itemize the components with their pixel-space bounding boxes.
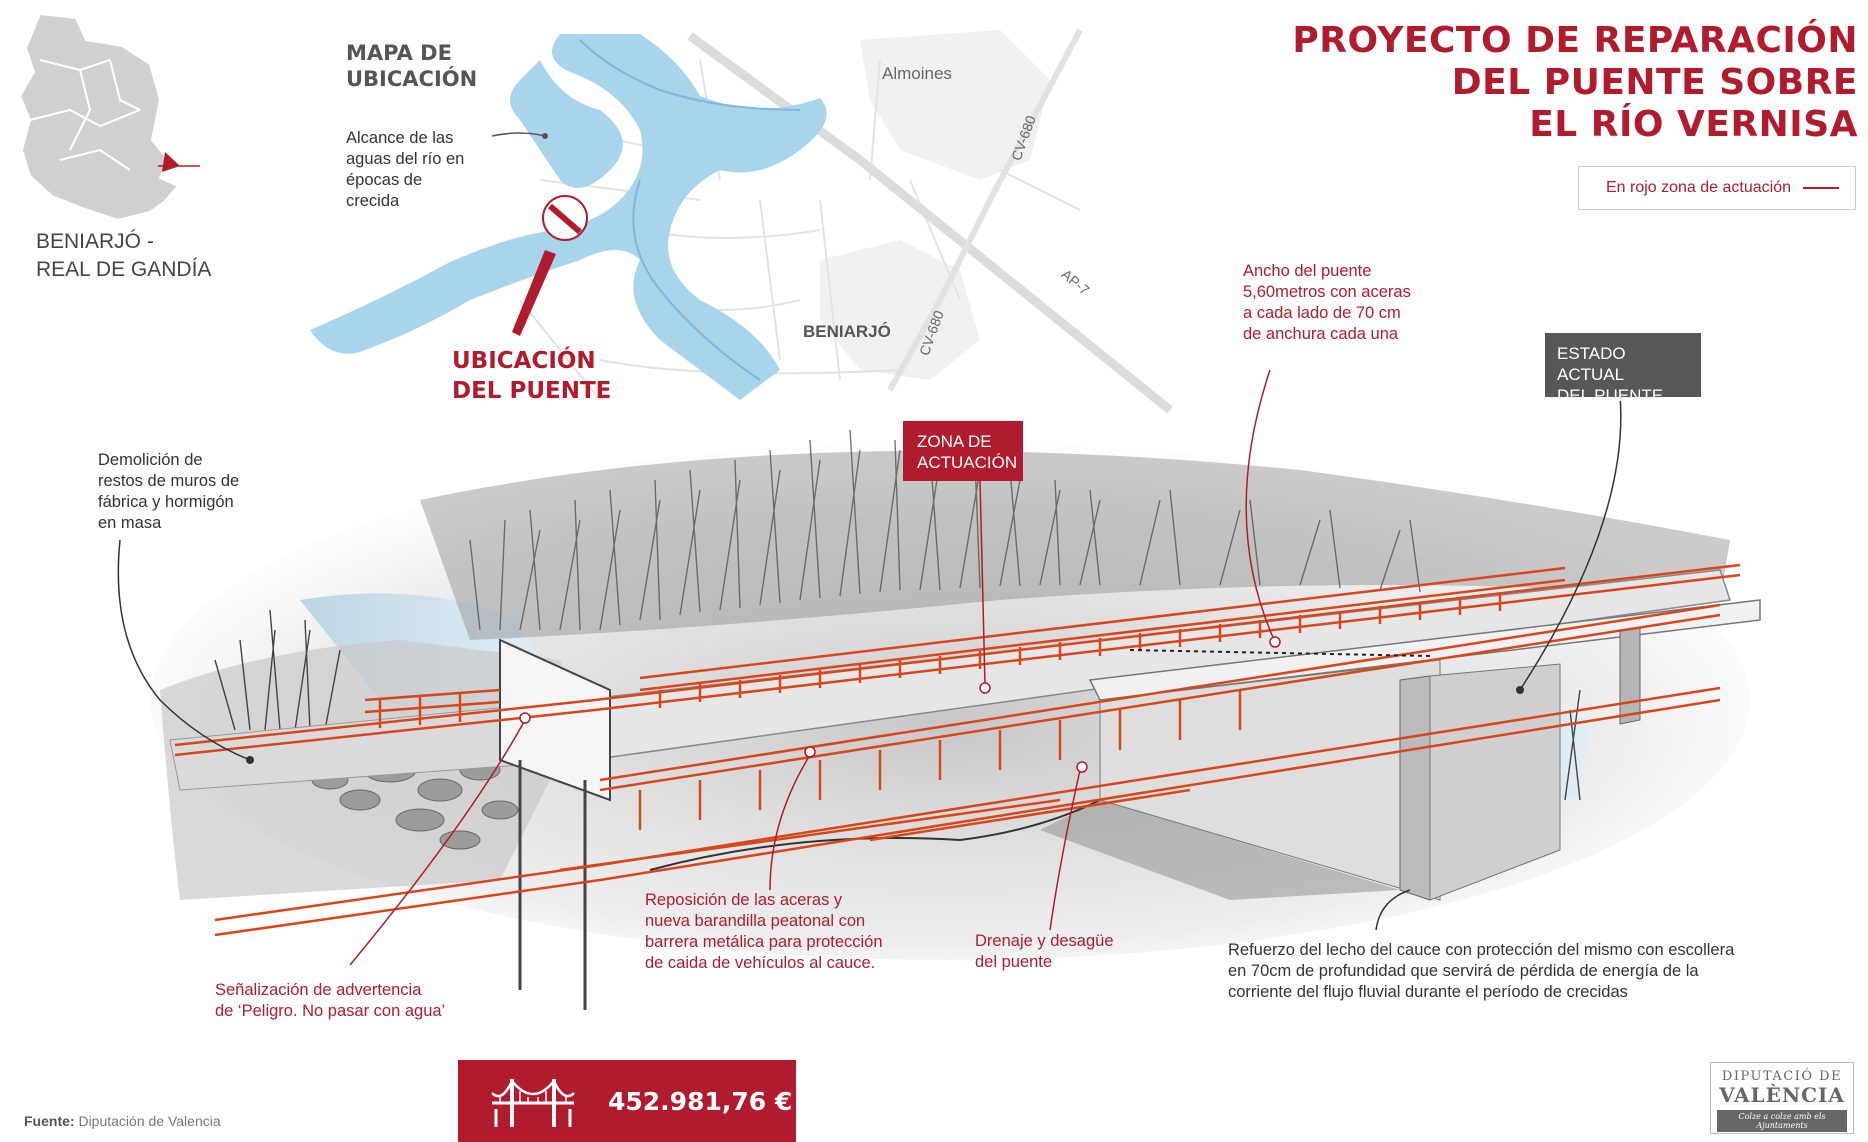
annotation-line: fábrica y hormigón (98, 493, 234, 511)
region-highlight (162, 152, 180, 172)
diputacio-logo: DIPUTACIÓ DE VALÈNCIA Colze a colze amb … (1710, 1062, 1854, 1134)
annotation-line: del puente (975, 953, 1053, 971)
bridge-icon (491, 1078, 575, 1127)
annotation-bridge-width: Ancho del puente 5,60metros con aceras a… (1243, 261, 1411, 345)
annotation-line: restos de muros de (98, 472, 240, 490)
map-heading: MAPA DE UBICACIÓN (346, 40, 477, 92)
annotation-drainage: Drenaje y desagüe del puente (975, 931, 1114, 973)
legend: En rojo zona de actuación (1578, 166, 1856, 210)
annotation-sidewalks: Reposición de las aceras y nueva barandi… (645, 890, 883, 974)
province-map (18, 12, 200, 222)
annotation-line: Drenaje y desagüe (975, 932, 1114, 950)
annotation-line: 5,60metros con aceras (1243, 283, 1411, 301)
zone-tag-line: ZONA DE (917, 432, 992, 451)
annotation-demolition: Demolición de restos de muros de fábrica… (98, 450, 239, 534)
bridge-scene (117, 369, 1761, 1010)
town-almoines: Almoines (882, 64, 952, 83)
bridge-location-label: UBICACIÓN DEL PUENTE (452, 346, 611, 406)
logo-tagline: Colze a colze amb els Ajuntaments (1717, 1110, 1847, 1132)
annotation-leaders (117, 394, 1622, 931)
annotation-line: nueva barandilla peatonal con (645, 912, 866, 930)
flood-note-line: Alcance de las (346, 129, 454, 147)
zone-tag-line: ACTUACIÓN (917, 453, 1018, 472)
title-line-2: DEL PUENTE SOBRE (1451, 62, 1858, 103)
annotation-line: Refuerzo del lecho del cauce con protecc… (1228, 941, 1735, 959)
annotation-line: en masa (98, 514, 162, 532)
logo-line-2: VALÈNCIA (1719, 1083, 1845, 1107)
logo-line-1: DIPUTACIÓ DE (1721, 1069, 1843, 1084)
bridge-pier (1399, 675, 1431, 901)
annotation-line: barrera metálica para protección (645, 933, 883, 951)
bridge-location-line: DEL PUENTE (452, 378, 612, 404)
bridge-location-line: UBICACIÓN (452, 348, 596, 374)
annotation-line: a cada lado de 70 cm (1243, 304, 1401, 322)
state-tag-line: ESTADO ACTUAL (1557, 344, 1626, 384)
flood-note-line: épocas de (346, 171, 423, 189)
annotation-line: Reposición de las aceras y (645, 891, 843, 909)
action-zone-overlay (174, 563, 1741, 937)
cost-amount: 452.981,76 € (608, 1086, 793, 1116)
annotation-line: Ancho del puente (1243, 262, 1372, 280)
annotation-leaders-red (349, 369, 1276, 966)
river-flood-area (310, 34, 827, 400)
flood-note-line: crecida (346, 192, 400, 210)
page-title: PROYECTO DE REPARACIÓN DEL PUENTE SOBRE … (1292, 20, 1858, 146)
annotation-line: de caida de vehículos al cauce. (645, 954, 876, 972)
annotation-line: de ‘Peligro. No pasar con agua’ (215, 1002, 446, 1020)
source-value: Diputación de Valencia (78, 1113, 221, 1129)
annotation-line: Demolición de (98, 451, 203, 469)
map-heading-line-1: MAPA DE (346, 41, 452, 65)
region-line-1: BENIARJÓ - (36, 230, 154, 253)
source-label: Fuente: (24, 1113, 75, 1129)
state-tag-line: DEL PUENTE (1557, 386, 1664, 405)
annotation-signage: Señalización de advertencia de ‘Peligro.… (215, 980, 445, 1022)
annotation-line: corriente del flujo fluvial durante el p… (1228, 983, 1628, 1001)
location-map (310, 28, 1173, 414)
annotation-line: de anchura cada una (1243, 325, 1399, 343)
annotation-riverbed: Refuerzo del lecho del cauce con protecc… (1228, 940, 1734, 1003)
title-line-3: EL RÍO VERNISA (1529, 104, 1858, 145)
region-line-2: REAL DE GANDÍA (36, 258, 212, 281)
annotation-line: Señalización de advertencia (215, 981, 422, 999)
title-line-1: PROYECTO DE REPARACIÓN (1292, 20, 1858, 61)
legend-text: En rojo zona de actuación (1605, 179, 1791, 196)
annotation-line: en 70cm de profundidad que servirá de pé… (1228, 962, 1699, 980)
source-credit: Fuente: Diputación de Valencia (24, 1113, 221, 1129)
flood-note-line: aguas del río en (346, 150, 465, 168)
action-zone-tag: ZONA DE ACTUACIÓN (903, 421, 1023, 481)
legend-line-swatch (1803, 187, 1839, 189)
region-label: BENIARJÓ - REAL DE GANDÍA (36, 228, 211, 284)
town-beniarjo: BENIARJÓ (803, 322, 891, 341)
map-heading-line-2: UBICACIÓN (346, 67, 478, 91)
cost-box: 452.981,76 € (458, 1060, 796, 1142)
flood-note: Alcance de las aguas del río en épocas d… (346, 128, 464, 212)
current-state-tag: ESTADO ACTUAL DEL PUENTE (1545, 333, 1701, 405)
